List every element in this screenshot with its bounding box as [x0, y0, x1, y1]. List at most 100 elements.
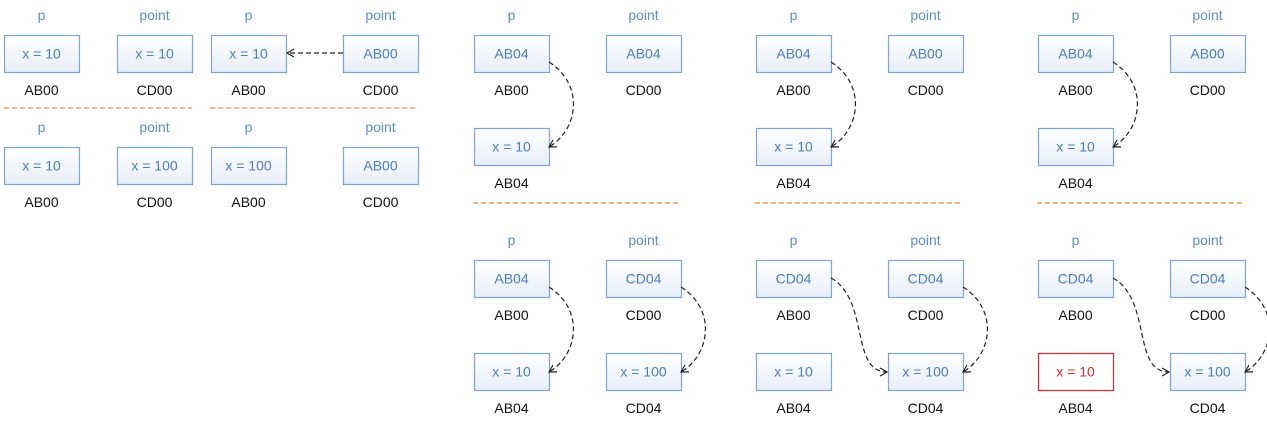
address-label: CD00 [1190, 82, 1226, 98]
pointer-arrow [547, 286, 574, 373]
address-label: AB00 [494, 307, 528, 323]
variable-label: p [790, 232, 798, 248]
memory-box [116, 34, 194, 74]
cell-value: AB04 [626, 46, 660, 62]
address-label: CD00 [1190, 307, 1226, 323]
variable-label: point [1192, 232, 1222, 248]
cell-value: AB00 [1190, 46, 1224, 62]
variable-label: point [910, 7, 940, 23]
pointer-arrow [961, 286, 988, 373]
pointer-arrow [1112, 277, 1171, 377]
memory-box [887, 34, 965, 74]
cell-value: AB00 [363, 46, 397, 62]
pointer-arrow [547, 61, 574, 148]
memory-box [473, 34, 551, 74]
memory-box [210, 34, 288, 74]
cell-value: AB04 [776, 46, 810, 62]
memory-cell: x = 10 AB04 [473, 352, 551, 416]
address-label: AB00 [494, 82, 528, 98]
address-label: AB00 [24, 194, 58, 210]
cell-value: x = 10 [22, 158, 61, 174]
memory-box [342, 146, 420, 186]
cell-value: AB00 [908, 46, 942, 62]
memory-box [755, 259, 833, 299]
address-label: CD00 [137, 82, 173, 98]
address-label: CD04 [626, 400, 662, 416]
variable-label: p [245, 119, 253, 135]
cell-value: x = 100 [902, 364, 949, 380]
cell-value: x = 100 [1184, 364, 1231, 380]
memory-box [605, 352, 683, 392]
pointer-arrow [1111, 61, 1138, 148]
cell-value: CD04 [776, 271, 812, 287]
memory-box [755, 34, 833, 74]
address-label: AB00 [24, 82, 58, 98]
address-label: CD04 [908, 400, 944, 416]
variable-label: p [1072, 7, 1080, 23]
cell-value: AB04 [1058, 46, 1092, 62]
cell-value: AB04 [494, 271, 528, 287]
variable-label: point [139, 119, 169, 135]
cell-value: x = 10 [135, 46, 174, 62]
variable-label: p [38, 119, 46, 135]
address-label: CD00 [363, 194, 399, 210]
address-label: CD00 [137, 194, 173, 210]
address-label: AB00 [231, 194, 265, 210]
pointer-arrow [830, 277, 889, 377]
address-label: AB04 [494, 400, 528, 416]
memory-box [1169, 34, 1247, 74]
cell-value: CD04 [908, 271, 944, 287]
address-label: AB04 [776, 175, 810, 191]
cell-value: CD04 [1190, 271, 1226, 287]
cell-value: x = 100 [225, 158, 272, 174]
variable-label: p [38, 7, 46, 23]
cell-value: x = 100 [131, 158, 178, 174]
memory-box [1169, 259, 1247, 299]
memory-box [755, 352, 833, 392]
address-label: AB00 [776, 307, 810, 323]
memory-box [210, 146, 288, 186]
cell-value: x = 10 [774, 364, 813, 380]
address-label: CD00 [908, 82, 944, 98]
variable-label: p [1072, 232, 1080, 248]
variable-label: p [245, 7, 253, 23]
variable-label: point [1192, 7, 1222, 23]
cell-value: x = 10 [492, 139, 531, 155]
pointer-arrow [1243, 286, 1267, 373]
cell-value: x = 10 [22, 46, 61, 62]
memory-box [1037, 259, 1115, 299]
variable-label: p [508, 7, 516, 23]
address-label: AB04 [494, 175, 528, 191]
cell-value: CD04 [1058, 271, 1094, 287]
variable-label: point [365, 7, 395, 23]
memory-box [473, 259, 551, 299]
cell-value: CD04 [626, 271, 662, 287]
address-label: CD00 [363, 82, 399, 98]
memory-box [1169, 352, 1247, 392]
cell-value: x = 10 [492, 364, 531, 380]
variable-label: point [628, 7, 658, 23]
cell-value: x = 10 [1056, 139, 1095, 155]
memory-box-highlighted [1037, 352, 1115, 392]
memory-box [887, 352, 965, 392]
address-label: AB00 [776, 82, 810, 98]
cell-value: x = 10 [1056, 364, 1095, 380]
memory-box [3, 34, 81, 74]
